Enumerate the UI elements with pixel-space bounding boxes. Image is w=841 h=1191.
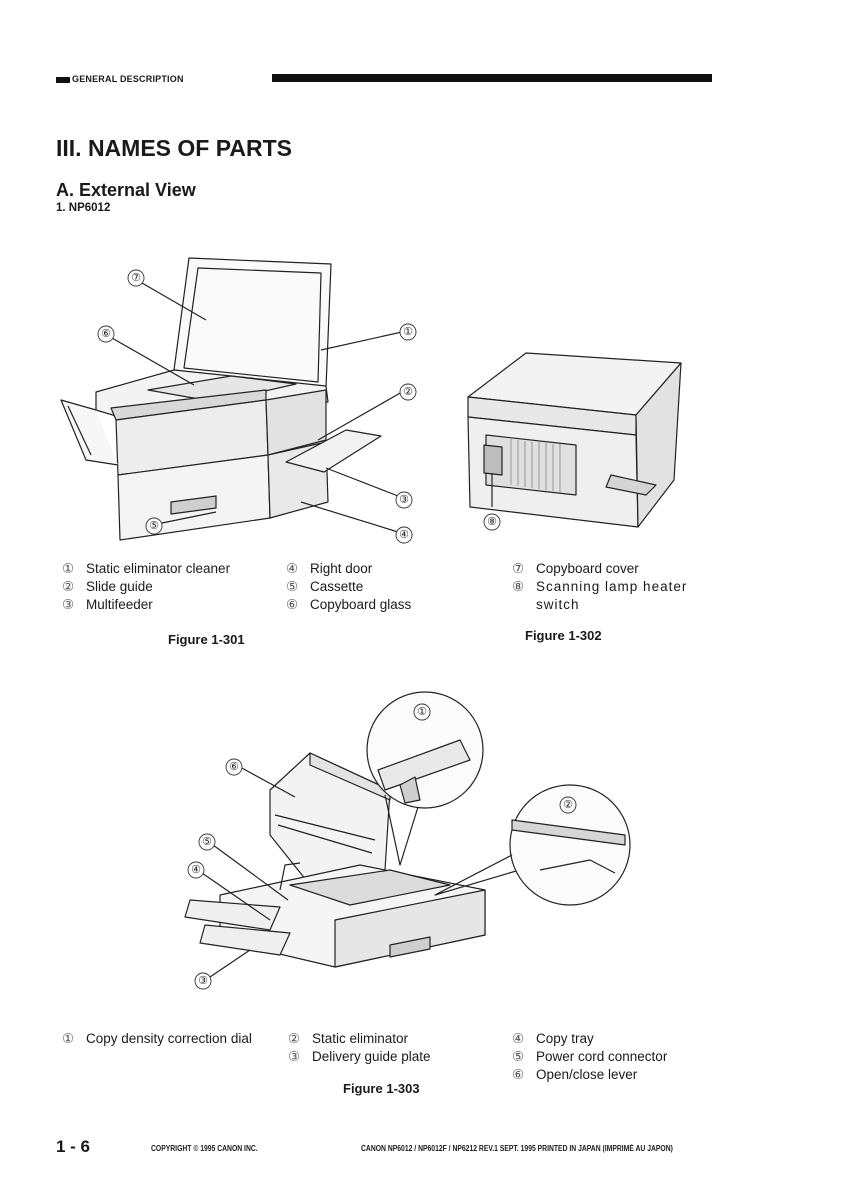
callout-1: ① xyxy=(417,706,427,718)
legend-number: ③ xyxy=(62,597,75,612)
legend-item: ③ Multifeeder xyxy=(62,596,282,614)
callout-8: ⑧ xyxy=(487,516,497,528)
header-label: GENERAL DESCRIPTION xyxy=(72,74,184,84)
callout-1: ① xyxy=(403,326,413,338)
legend-number: ② xyxy=(288,1031,301,1046)
callout-2: ② xyxy=(563,799,573,811)
legend-number: ④ xyxy=(512,1031,525,1046)
model-title: 1. NP6012 xyxy=(56,202,111,214)
legend-text: Slide guide xyxy=(86,579,153,594)
page-number: 1 - 6 xyxy=(56,1137,91,1156)
legend-number: ③ xyxy=(288,1049,301,1064)
callout-4: ④ xyxy=(399,529,409,541)
figure-1-303-caption: Figure 1-303 xyxy=(343,1081,420,1096)
legend-item: ⑤ Power cord connector xyxy=(512,1048,722,1066)
legend-text: Static eliminator xyxy=(312,1031,409,1046)
legend-item: ⑥ Copyboard glass xyxy=(286,596,466,614)
legend-item: ⑥ Open/close lever xyxy=(512,1066,722,1084)
legend-301-col2: ④ Right door ⑤ Cassette ⑥ Copyboard glass xyxy=(286,560,466,614)
legend-text: Copy tray xyxy=(536,1031,594,1046)
callout-3: ③ xyxy=(198,975,208,987)
legend-text: Copyboard glass xyxy=(310,597,412,612)
legend-text: Copy density correction dial xyxy=(86,1031,252,1046)
header-rule xyxy=(272,74,712,82)
figure-1-302-illustration: ⑧ xyxy=(467,352,682,531)
figure-1-301-illustration: ⑦ ⑥ ① ② ③ ④ ⑤ xyxy=(60,257,417,544)
legend-item: ④ Copy tray xyxy=(512,1030,722,1048)
callout-2: ② xyxy=(403,386,413,398)
figure-1-302-caption: Figure 1-302 xyxy=(525,628,602,643)
legend-text: Delivery guide plate xyxy=(312,1049,431,1064)
legend-item: ① Static eliminator cleaner xyxy=(62,560,282,578)
legend-item: ③ Delivery guide plate xyxy=(288,1048,488,1066)
legend-303-col2: ② Static eliminator ③ Delivery guide plate xyxy=(288,1030,488,1066)
legend-303-col3: ④ Copy tray ⑤ Power cord connector ⑥ Open/c… xyxy=(512,1030,722,1084)
legend-number: ⑤ xyxy=(286,579,299,594)
legend-number: ⑧ xyxy=(512,579,525,594)
legend-item: ① Copy density correction dial xyxy=(62,1030,262,1048)
legend-number: ⑥ xyxy=(512,1067,525,1082)
legend-number: ④ xyxy=(286,561,299,576)
legend-text: Right door xyxy=(310,561,373,576)
legend-number: ⑦ xyxy=(512,561,525,576)
figure-1-303-illustration: ① ② ⑥ ⑤ ④ ③ xyxy=(184,691,631,990)
legend-303-col1: ① Copy density correction dial xyxy=(62,1030,262,1048)
legend-item: ⑧ Scanning lamp heater switch xyxy=(512,578,722,614)
section-header-bar: GENERAL DESCRIPTION xyxy=(56,73,712,85)
legend-text: Scanning lamp heater switch xyxy=(536,579,688,612)
page-footer: 1 - 6 COPYRIGHT © 1995 CANON INC. CANON … xyxy=(56,1137,716,1159)
legend-item: ⑦ Copyboard cover xyxy=(512,560,722,578)
section-title: III. NAMES OF PARTS xyxy=(56,135,292,161)
legend-number: ⑤ xyxy=(512,1049,525,1064)
callout-7: ⑦ xyxy=(131,272,141,284)
callout-5: ⑤ xyxy=(202,836,212,848)
legend-number: ① xyxy=(62,1031,75,1046)
callout-3: ③ xyxy=(399,494,409,506)
legend-text: Multifeeder xyxy=(86,597,153,612)
legend-302: ⑦ Copyboard cover ⑧ Scanning lamp heater s… xyxy=(512,560,722,614)
legend-item: ② Slide guide xyxy=(62,578,282,596)
legend-number: ① xyxy=(62,561,75,576)
header-marker xyxy=(56,77,70,83)
legend-item: ② Static eliminator xyxy=(288,1030,488,1048)
callout-5: ⑤ xyxy=(149,520,159,532)
legend-item: ④ Right door xyxy=(286,560,466,578)
legend-text: Static eliminator cleaner xyxy=(86,561,231,576)
legend-number: ⑥ xyxy=(286,597,299,612)
callout-4: ④ xyxy=(191,864,201,876)
legend-number: ② xyxy=(62,579,75,594)
figure-1-301-caption: Figure 1-301 xyxy=(168,632,245,647)
legend-text: Cassette xyxy=(310,579,364,594)
subsection-title: A. External View xyxy=(56,180,196,200)
legend-text: Copyboard cover xyxy=(536,561,639,576)
callout-6: ⑥ xyxy=(101,328,111,340)
callout-6: ⑥ xyxy=(229,761,239,773)
legend-text: Power cord connector xyxy=(536,1049,668,1064)
document-info: CANON NP6012 / NP6012F / NP6212 REV.1 SE… xyxy=(361,1144,673,1153)
legend-item: ⑤ Cassette xyxy=(286,578,466,596)
legend-text: Open/close lever xyxy=(536,1067,638,1082)
copyright-notice: COPYRIGHT © 1995 CANON INC. xyxy=(151,1144,258,1153)
